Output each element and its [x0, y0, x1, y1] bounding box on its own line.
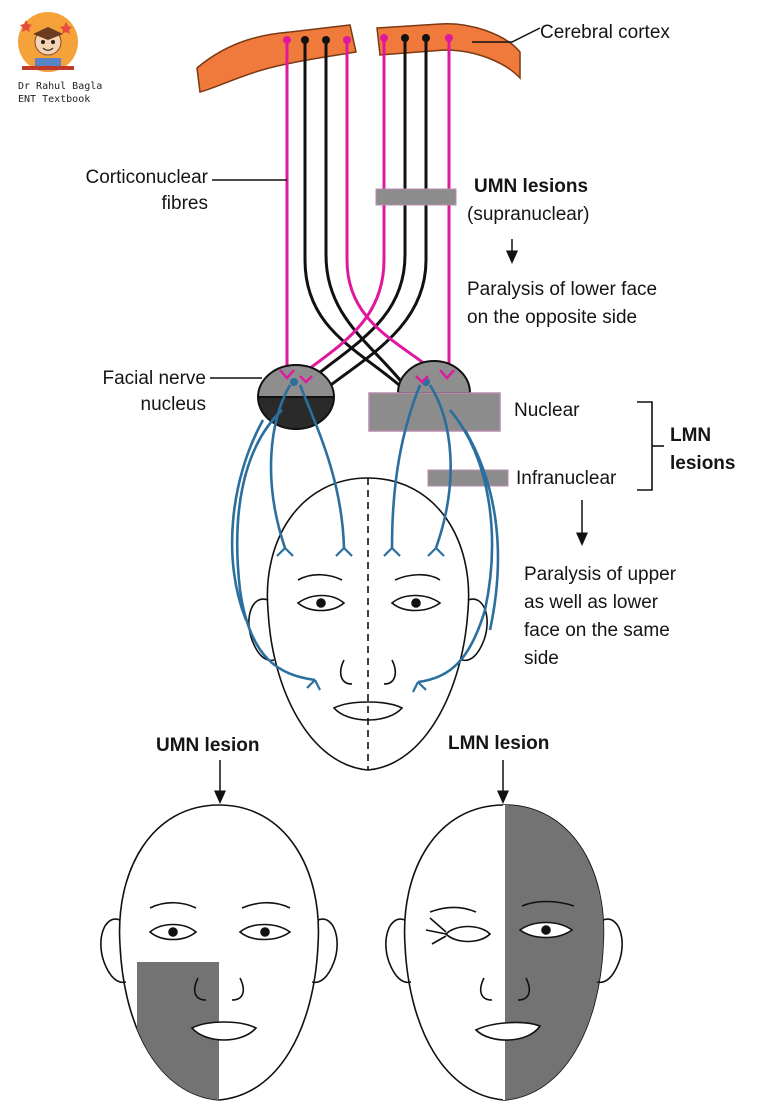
cerebral-cortex-left	[196, 24, 357, 93]
book-name: ENT Textbook	[18, 94, 91, 105]
label-lmn-1: LMN	[670, 425, 712, 446]
label-corticonuclear-1: Corticonuclear	[85, 167, 209, 188]
infranuclear-lesion-bar	[427, 469, 509, 487]
nuclear-lesion-bar	[368, 392, 501, 432]
umn-lesion-bar	[375, 188, 457, 206]
facial-nucleus-left	[256, 364, 336, 430]
label-infranuclear: Infranuclear	[516, 468, 617, 489]
label-facial-nucleus-1: Facial nerve	[102, 368, 207, 389]
label-lmn-effect-1: Paralysis of upper	[524, 564, 677, 585]
label-lmn-effect-3: face on the same	[524, 620, 670, 641]
nerve-endings	[276, 547, 445, 693]
label-umn-lesions: UMN lesions	[474, 176, 589, 197]
crossing-fibres	[303, 38, 428, 397]
lmn-bracket	[637, 401, 653, 491]
facial-nerve-branches	[230, 384, 500, 684]
central-face	[248, 477, 488, 771]
author-logo	[18, 12, 78, 72]
label-umn-effect-1: Paralysis of lower face	[467, 279, 658, 300]
lmn-lesion-face	[385, 804, 623, 1101]
nucleus-synapses	[279, 369, 455, 384]
label-lmn-effect-2: as well as lower	[524, 592, 659, 613]
label-nuclear: Nuclear	[514, 400, 580, 421]
label-umn-lesion-face: UMN lesion	[156, 735, 260, 756]
label-lmn-lesion-face: LMN lesion	[448, 733, 550, 754]
label-umn-effect-2: on the opposite side	[467, 307, 638, 328]
label-facial-nucleus-2: nucleus	[140, 394, 207, 415]
label-supranuclear: (supranuclear)	[467, 204, 590, 225]
cortex-pointer-line	[472, 27, 541, 43]
author-name: Dr Rahul Bagla	[18, 81, 103, 92]
umn-lesion-face	[100, 804, 338, 1101]
label-lmn-2: lesions	[670, 453, 736, 474]
label-lmn-effect-4: side	[524, 648, 559, 669]
label-cerebral-cortex: Cerebral cortex	[540, 22, 670, 43]
fibre-terminals	[283, 34, 453, 44]
label-corticonuclear-2: fibres	[161, 193, 208, 214]
cerebral-cortex-right	[376, 23, 521, 80]
